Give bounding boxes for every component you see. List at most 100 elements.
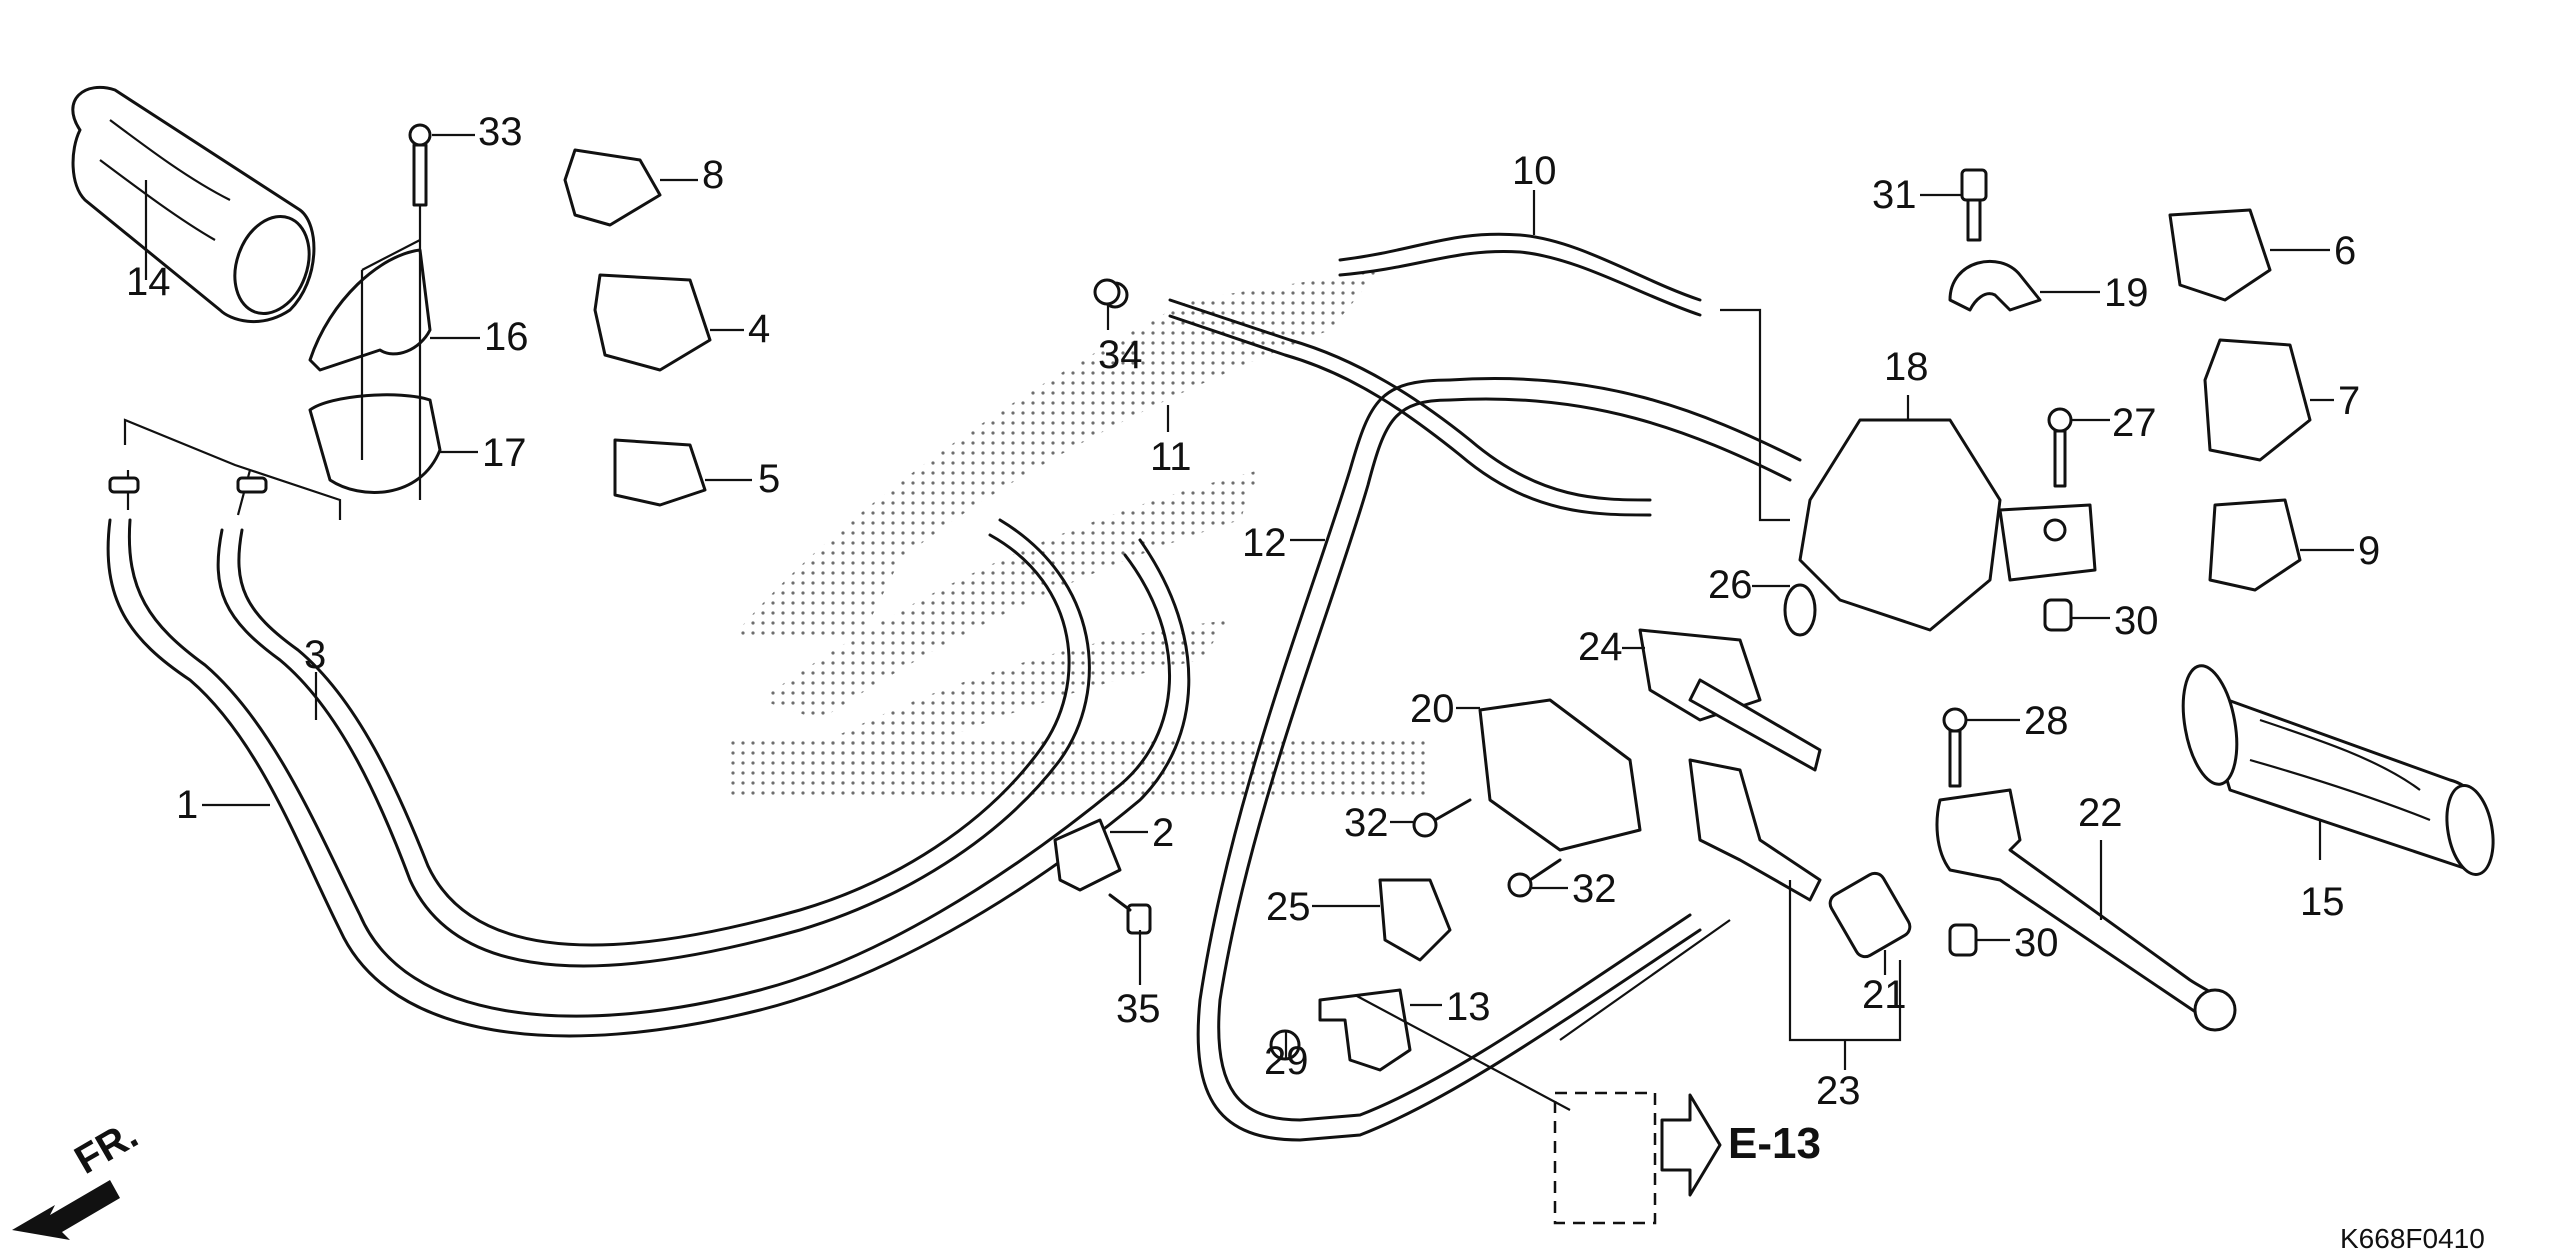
clamp-19: [1948, 259, 2042, 312]
callout-cable-clamp[interactable]: 2: [1110, 811, 1174, 855]
callout-number[interactable]: 15: [2300, 880, 2345, 924]
callout-number[interactable]: 21: [1862, 973, 1907, 1017]
clamp-2: [1053, 818, 1122, 892]
callout-switch[interactable]: 8: [660, 153, 724, 197]
callout-wire-harness[interactable]: 10: [1512, 149, 1557, 235]
callout-number[interactable]: 32: [1572, 867, 1617, 911]
callout-number[interactable]: 28: [2024, 699, 2069, 743]
callout-screw[interactable]: 33: [432, 110, 523, 154]
callout-brake-cable[interactable]: 12: [1242, 521, 1325, 565]
callout-bolt[interactable]: 31: [1872, 173, 1962, 217]
callout-nut[interactable]: 34: [1098, 305, 1143, 377]
front-label: FR.: [68, 1112, 146, 1182]
throttle-cables: [106, 418, 1191, 1038]
callout-nut[interactable]: 30: [2072, 599, 2159, 643]
callout-number[interactable]: 8: [702, 153, 724, 197]
callout-number[interactable]: 29: [1264, 1039, 1309, 1083]
brake-cable: [1196, 376, 1802, 1142]
callout-spring[interactable]: 26: [1708, 563, 1790, 607]
callout-number[interactable]: 13: [1446, 985, 1491, 1029]
reference-label[interactable]: E-13: [1728, 1119, 1821, 1168]
callout-number[interactable]: 14: [126, 260, 171, 304]
callout-switch[interactable]: 6: [2270, 229, 2356, 273]
switch-7: [2203, 338, 2312, 462]
callout-screw[interactable]: 29: [1264, 1032, 1309, 1083]
bolt-28: [1942, 707, 1968, 788]
callout-number[interactable]: 16: [484, 315, 529, 359]
callout-number[interactable]: 20: [1410, 687, 1455, 731]
callout-number[interactable]: 34: [1098, 333, 1143, 377]
callout-clamp[interactable]: 19: [2040, 271, 2149, 315]
callout-number[interactable]: 2: [1152, 811, 1174, 855]
bolt-31: [1960, 168, 1988, 242]
callout-lock-lever[interactable]: 24: [1578, 625, 1645, 669]
callout-equalizer-set[interactable]: 23: [1816, 1069, 1861, 1113]
callout-number[interactable]: 24: [1578, 625, 1623, 669]
callout-switch[interactable]: 5: [705, 457, 780, 501]
nut-30-upper: [2043, 598, 2073, 632]
callout-switch[interactable]: 4: [710, 307, 770, 351]
callout-screw[interactable]: 32: [1532, 867, 1617, 911]
callout-number[interactable]: 7: [2338, 379, 2360, 423]
housings: [308, 200, 442, 500]
callout-number[interactable]: 12: [1242, 521, 1287, 565]
arrow-right-outline-icon: [1660, 1093, 1722, 1197]
callout-nut[interactable]: 30: [1976, 921, 2059, 965]
callout-screw[interactable]: 32: [1344, 801, 1413, 845]
callout-number[interactable]: 25: [1266, 885, 1311, 929]
switch-8: [563, 148, 662, 227]
callout-upper-housing[interactable]: 16: [430, 315, 529, 359]
callout-number[interactable]: 31: [1872, 173, 1917, 217]
bracket-13: [1318, 988, 1412, 1072]
callout-number[interactable]: 18: [1884, 345, 1929, 389]
callout-throttle-grip[interactable]: 14: [126, 180, 171, 304]
bolt-27: [2047, 407, 2073, 488]
switch-6: [2168, 208, 2272, 302]
callout-switch[interactable]: 9: [2300, 529, 2380, 573]
callout-number[interactable]: 32: [1344, 801, 1389, 845]
callout-number[interactable]: 6: [2334, 229, 2356, 273]
callout-number[interactable]: 19: [2104, 271, 2149, 315]
callout-adjuster[interactable]: 21: [1862, 950, 1907, 1017]
handle-grip: [2181, 664, 2495, 876]
callout-number[interactable]: 10: [1512, 149, 1557, 193]
callout-number[interactable]: 23: [1816, 1069, 1861, 1113]
callout-number[interactable]: 22: [2078, 791, 2123, 835]
callout-throttle-cable-a[interactable]: 1: [176, 783, 270, 827]
callout-lever-bracket[interactable]: 18: [1884, 345, 1929, 420]
callout-number[interactable]: 17: [482, 431, 527, 475]
ref-e13-group[interactable]: E-13: [1553, 1091, 1821, 1225]
callout-number[interactable]: 4: [748, 307, 770, 351]
callout-handle-grip[interactable]: 15: [2300, 820, 2345, 924]
callout-number[interactable]: 1: [176, 783, 198, 827]
callout-switch[interactable]: 7: [2310, 379, 2360, 423]
screw-32a: [1412, 798, 1472, 838]
callout-number[interactable]: 30: [2014, 921, 2059, 965]
callout-number[interactable]: 9: [2358, 529, 2380, 573]
arrow-down-left-icon: [12, 1180, 120, 1240]
callout-bracket[interactable]: 13: [1410, 985, 1491, 1029]
callout-bolt[interactable]: 35: [1116, 930, 1161, 1031]
callout-number[interactable]: 27: [2112, 401, 2157, 445]
callout-number[interactable]: 33: [478, 110, 523, 154]
callout-lower-housing[interactable]: 17: [440, 431, 527, 475]
wire-harness-10: [1338, 232, 1790, 522]
callout-number[interactable]: 35: [1116, 987, 1161, 1031]
callout-cover[interactable]: 20: [1410, 687, 1480, 731]
callout-number[interactable]: 5: [758, 457, 780, 501]
callout-throttle-cable-b[interactable]: 3: [304, 633, 326, 720]
callout-number[interactable]: 26: [1708, 563, 1753, 607]
callout-plate[interactable]: 25: [1266, 885, 1380, 929]
callout-brake-lever[interactable]: 22: [2078, 791, 2123, 920]
screw-33: [408, 123, 432, 207]
bolt-35: [1108, 893, 1152, 935]
callout-pivot-bolt[interactable]: 28: [1966, 699, 2069, 743]
callout-number[interactable]: 3: [304, 633, 326, 677]
callout-pivot-bolt[interactable]: 27: [2072, 401, 2157, 445]
screw-32b: [1507, 858, 1562, 898]
callout-number[interactable]: 30: [2114, 599, 2159, 643]
callout-number[interactable]: 11: [1150, 435, 1192, 479]
front-direction-indicator: FR.: [12, 1112, 145, 1240]
callout-cable-assembly[interactable]: 11: [1150, 405, 1192, 479]
